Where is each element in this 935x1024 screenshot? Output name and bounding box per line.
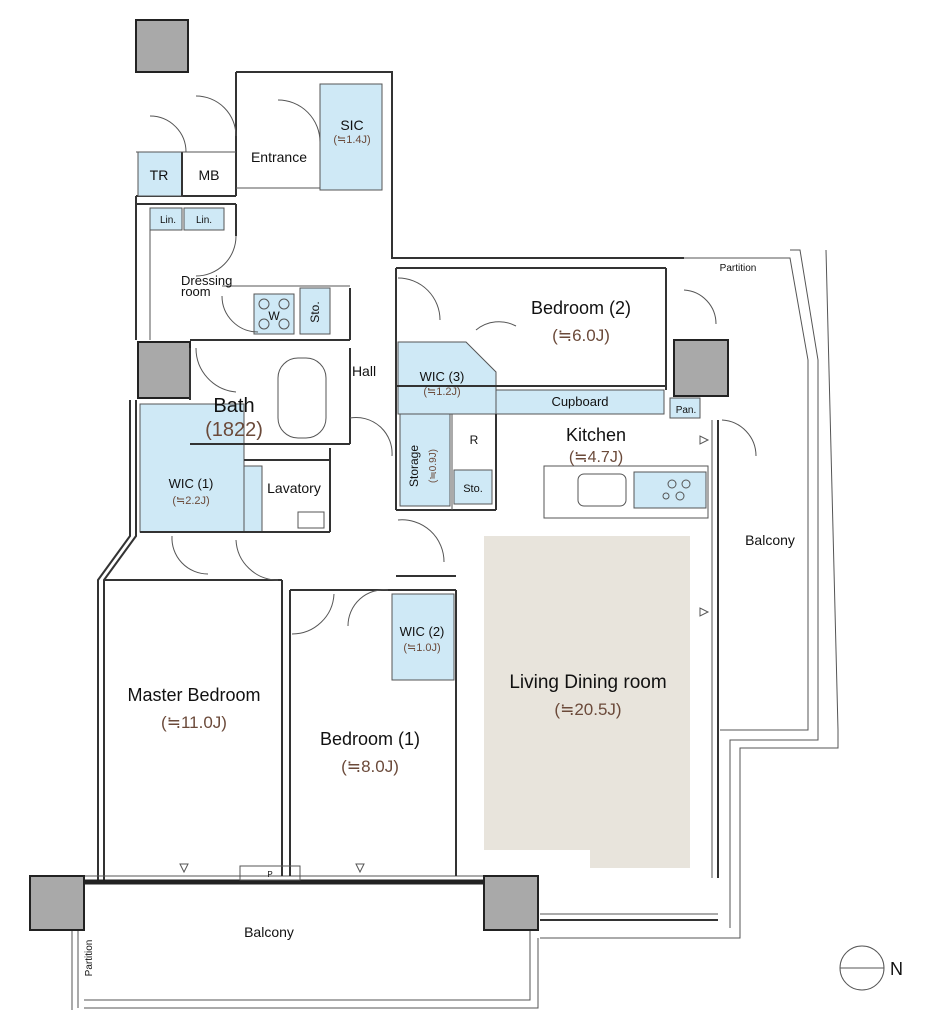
wic2-area: (≒1.0J) (403, 642, 440, 654)
sic-label: SIC (340, 117, 363, 133)
dressing-label: Dressing (181, 273, 232, 288)
wic1-area: (≒2.2J) (172, 495, 209, 507)
storage-area: (≒0.9J) (428, 449, 439, 483)
bedroom1-label: Bedroom (1) (320, 729, 420, 749)
sto-dressing-box (299, 287, 331, 335)
compass-north-label: N (890, 959, 903, 979)
ldk-floor (484, 536, 690, 868)
wic2-box (391, 593, 455, 681)
pillar-sw (29, 875, 85, 931)
cupboard-box (495, 389, 665, 415)
bedroom2-label: Bedroom (2) (531, 298, 631, 318)
pantry-box (669, 397, 701, 419)
bath-label: Bath (213, 395, 254, 417)
stove-area (633, 471, 707, 509)
pillars (29, 19, 729, 931)
master-bedroom-label: Master Bedroom (127, 685, 260, 705)
washer-label: W (268, 309, 280, 323)
sic-shelf (319, 83, 383, 191)
bedroom1-area: (≒8.0J) (341, 757, 399, 776)
wic1-label: WIC (1) (169, 476, 214, 491)
lavatory-label: Lavatory (267, 480, 321, 496)
balcony-east-label: Balcony (745, 532, 795, 548)
ldk-label: Living Dining room (509, 672, 666, 693)
dressing-label-2: room (181, 284, 211, 299)
refrigerator-label: R (470, 433, 479, 447)
outer-walls (84, 71, 719, 921)
balcony-outlines (71, 249, 839, 1010)
interior-walls (104, 96, 709, 876)
bedroom2-area: (≒6.0J) (552, 326, 610, 345)
lin-label-2: Lin. (196, 215, 212, 226)
storage-box (399, 413, 451, 507)
wic2-label: WIC (2) (400, 624, 445, 639)
north-compass: N (839, 945, 903, 991)
bath-size: (1822) (205, 419, 263, 441)
wic1-box (139, 403, 245, 533)
kitchen-area: (≒4.7J) (569, 449, 623, 466)
sto-dressing-label: Sto. (308, 301, 322, 322)
doors (149, 95, 757, 635)
mb-label: MB (199, 167, 220, 183)
ldk-area: (≒20.5J) (554, 700, 621, 719)
pillar-bath (137, 341, 191, 399)
pillar-se (483, 875, 539, 931)
window-markers (179, 435, 710, 881)
tr-label: TR (150, 167, 169, 183)
stove-burners (662, 479, 691, 501)
wic3-label: WIC (3) (420, 369, 465, 384)
cupboard-label: Cupboard (551, 394, 608, 409)
hall-label: Hall (352, 363, 376, 379)
pillar-east (673, 339, 729, 397)
storage-areas (137, 83, 707, 681)
washer-drum (258, 298, 290, 330)
sic-area: (≒1.4J) (333, 134, 370, 146)
entrance-label: Entrance (251, 149, 307, 165)
lin-label-1: Lin. (160, 215, 176, 226)
pipe-space-label: P (267, 870, 272, 879)
kitchen-label: Kitchen (566, 425, 626, 445)
partition-left-label: Partition (84, 940, 95, 977)
pantry-label: Pan. (676, 405, 697, 416)
sto-hall-label: Sto. (463, 483, 483, 495)
balcony-south-label: Balcony (244, 924, 294, 940)
pillar-top (135, 19, 189, 73)
storage-label: Storage (407, 445, 421, 487)
sto-hall-box (453, 469, 493, 505)
master-bedroom-area: (≒11.0J) (161, 713, 227, 732)
wic3-area: (≒1.2J) (423, 386, 460, 398)
partition-top-label: Partition (720, 263, 757, 274)
room-labels: SIC (≒1.4J) Entrance TR MB Lin. Lin. Dre… (84, 117, 795, 976)
